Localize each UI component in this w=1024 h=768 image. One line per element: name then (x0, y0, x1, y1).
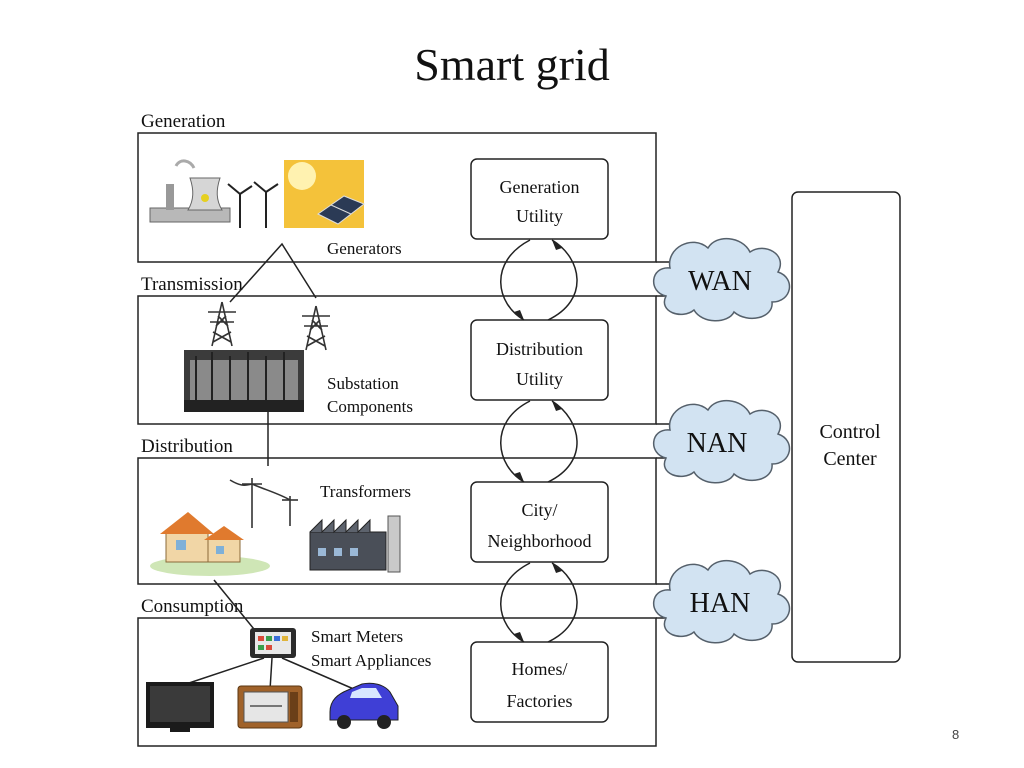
microwave-icon (237, 685, 303, 729)
section-label-distribution: Distribution (141, 436, 233, 457)
substation-label-line1: Substation (327, 374, 399, 393)
transmission-panel (137, 295, 657, 425)
solar-panel-icon (284, 160, 366, 228)
generation-utility-box: Generation Utility (470, 158, 609, 240)
generators-label: Generators (327, 239, 402, 258)
car-icon (329, 682, 399, 729)
smart-meters-label: Smart Meters (311, 627, 403, 646)
control-center-box: Control Center (791, 191, 901, 663)
nan-cloud: NAN (652, 399, 791, 484)
transmission-tower-icon (207, 301, 331, 351)
distribution-utility-line2: Utility (516, 369, 563, 389)
substation-label-line2: Components (327, 397, 413, 416)
homes-factories-line2: Factories (507, 691, 573, 711)
distribution-pole-icon (229, 478, 298, 528)
house-meter-link (213, 579, 259, 635)
han-cloud: HAN (652, 559, 791, 644)
homes-factories-box: Homes/ Factories (470, 641, 609, 723)
arrow-heads (514, 240, 562, 642)
power-plant-icon (149, 159, 231, 223)
wind-turbine-icon (227, 181, 279, 228)
distribution-utility-box: Distribution Utility (470, 319, 609, 401)
nan-label: NAN (687, 428, 748, 459)
city-neighborhood-box: City/ Neighborhood (470, 481, 609, 563)
generation-utility-line1: Generation (500, 177, 580, 197)
wan-cloud: WAN (652, 237, 791, 322)
factory-icon (309, 515, 401, 573)
control-center-line1: Control (819, 421, 881, 443)
generation-utility-line2: Utility (516, 206, 563, 226)
han-label: HAN (690, 588, 751, 619)
homes-factories-line1: Homes/ (512, 659, 568, 679)
city-neighborhood-line1: City/ (521, 500, 557, 520)
city-neighborhood-line2: Neighborhood (488, 531, 592, 551)
section-label-consumption: Consumption (141, 596, 244, 617)
section-label-transmission: Transmission (141, 274, 243, 295)
control-center-line2: Center (823, 448, 877, 470)
house-icon (150, 512, 270, 576)
transformers-label: Transformers (320, 482, 411, 501)
distribution-utility-line1: Distribution (496, 339, 583, 359)
section-label-generation: Generation (141, 111, 226, 132)
bidirectional-arrows (500, 239, 578, 643)
smart-meter-icon (250, 628, 296, 658)
television-icon (146, 682, 214, 732)
slide-title: Smart grid (414, 39, 610, 90)
distribution-panel (137, 457, 657, 585)
generation-panel (137, 132, 657, 263)
consumption-panel (137, 617, 657, 747)
substation-icon (184, 350, 304, 412)
generation-transmission-link (229, 242, 317, 303)
wan-label: WAN (688, 266, 752, 297)
meter-appliance-links (185, 657, 357, 691)
page-number: 8 (952, 727, 960, 742)
smart-appliances-label: Smart Appliances (311, 651, 431, 670)
